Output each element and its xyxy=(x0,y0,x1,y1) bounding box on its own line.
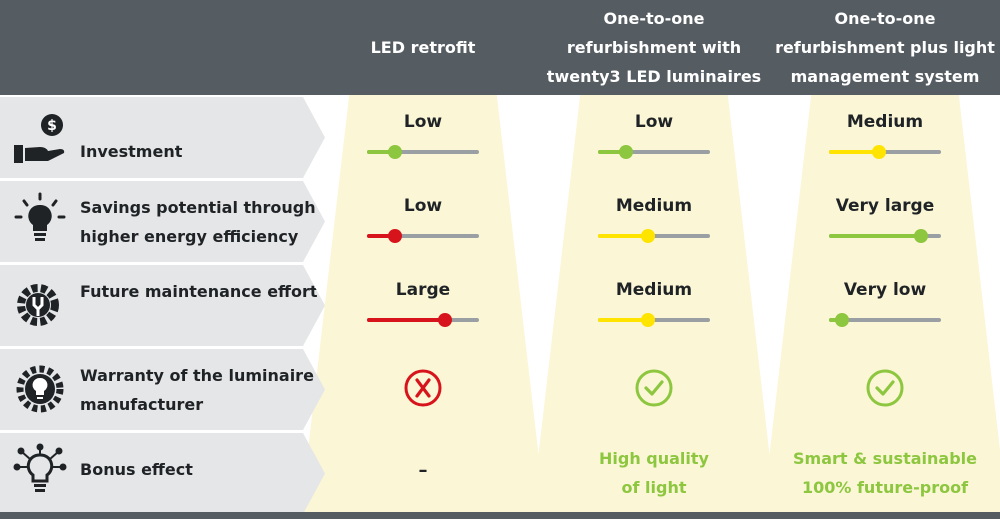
rating-text: Very large xyxy=(835,196,935,216)
rating-text: Low xyxy=(403,196,443,216)
rating-slider xyxy=(367,313,479,327)
row-label-text: Warranty of the luminaire manufacturer xyxy=(80,366,314,414)
slider-knob xyxy=(438,313,452,327)
slider-track xyxy=(367,234,479,238)
rating-slider xyxy=(367,229,479,243)
x-circle-icon xyxy=(404,369,442,407)
rating-slider xyxy=(829,229,941,243)
slider-knob xyxy=(388,145,402,159)
check-circle-icon xyxy=(635,369,673,407)
row-label-warranty: Warranty of the luminaire manufacturer xyxy=(0,349,325,430)
row-label-text: Future maintenance effort xyxy=(80,282,318,301)
rating-slider xyxy=(829,145,941,159)
row-label-investment: $ Investment xyxy=(0,97,325,178)
row-label-bonus: Bonus effect xyxy=(0,433,325,514)
bonus-text-smart: Smart & sustainable 100% future-proof xyxy=(793,449,977,497)
rating-text: Medium xyxy=(615,280,693,300)
slider-knob xyxy=(835,313,849,327)
rating-text: Very low xyxy=(843,280,927,300)
slider-fill xyxy=(598,234,648,238)
rating-slider xyxy=(367,145,479,159)
slider-knob xyxy=(388,229,402,243)
table-footer-bar xyxy=(0,512,1000,519)
lightbulb-network-icon xyxy=(13,443,67,492)
slider-knob xyxy=(641,229,655,243)
light-beam-col-2 xyxy=(531,95,777,519)
slider-track xyxy=(829,318,941,322)
rating-slider xyxy=(598,145,710,159)
table-header xyxy=(0,0,1000,95)
slider-knob xyxy=(872,145,886,159)
row-label-text: Investment xyxy=(80,142,183,161)
rating-text: Large xyxy=(395,280,451,300)
rating-text: Low xyxy=(634,112,674,132)
slider-track xyxy=(598,150,710,154)
rating-text: Medium xyxy=(846,112,924,132)
column-header-led-retrofit: LED retrofit xyxy=(370,38,476,57)
investment-hand-coin-icon: $ xyxy=(14,114,65,163)
slider-knob xyxy=(619,145,633,159)
slider-fill xyxy=(598,150,626,154)
slider-fill xyxy=(367,234,395,238)
bonus-none: – xyxy=(418,460,428,481)
rating-text: Low xyxy=(403,112,443,132)
gear-wrench-icon xyxy=(17,284,59,326)
slider-fill xyxy=(367,150,395,154)
row-label-text: Bonus effect xyxy=(80,460,193,479)
slider-fill xyxy=(598,318,648,322)
slider-fill xyxy=(367,318,445,322)
row-label-savings: Savings potential through higher energy … xyxy=(0,181,325,262)
bonus-text-quality: High quality of light xyxy=(599,449,709,497)
row-label-text: Savings potential through higher energy … xyxy=(80,198,316,246)
rating-slider xyxy=(829,313,941,327)
rating-slider xyxy=(598,313,710,327)
column-header-refurbishment: One-to-one refurbishment with twenty3 LE… xyxy=(546,9,762,86)
light-beam-col-1 xyxy=(300,95,546,519)
rating-slider xyxy=(598,229,710,243)
check-circle-icon xyxy=(866,369,904,407)
gear-lightbulb-icon xyxy=(16,365,64,413)
rating-text: Medium xyxy=(615,196,693,216)
slider-track xyxy=(367,150,479,154)
slider-fill xyxy=(829,234,921,238)
lightbulb-rays-icon xyxy=(14,192,66,241)
svg-text:$: $ xyxy=(47,118,57,134)
row-label-maintenance: Future maintenance effort xyxy=(0,265,325,346)
column-header-refurbishment-lms: One-to-one refurbishment plus light mana… xyxy=(775,9,995,86)
slider-knob xyxy=(914,229,928,243)
slider-knob xyxy=(641,313,655,327)
slider-fill xyxy=(829,150,879,154)
